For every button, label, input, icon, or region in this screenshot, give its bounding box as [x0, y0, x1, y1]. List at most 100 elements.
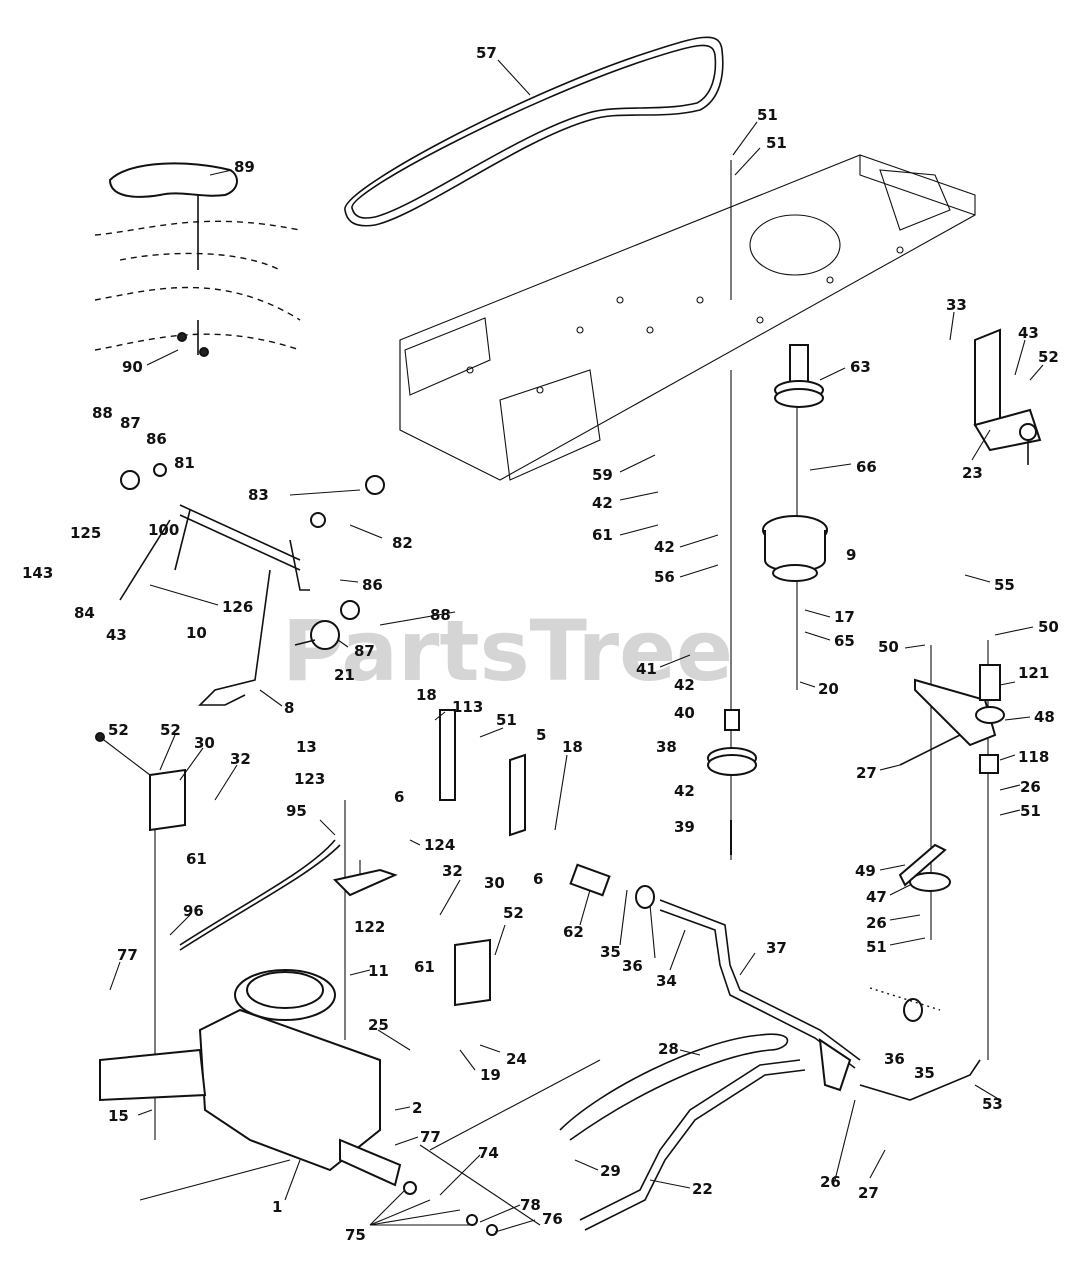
callout-74: 74	[478, 1144, 499, 1162]
callout-113: 113	[452, 698, 483, 716]
callout-32: 32	[442, 862, 463, 880]
callout-47: 47	[866, 888, 887, 906]
callout-52: 52	[160, 721, 181, 739]
idler-arm-48	[898, 664, 1005, 892]
frame	[399, 154, 976, 481]
callout-42: 42	[674, 676, 695, 694]
callout-88: 88	[92, 404, 113, 422]
callout-20: 20	[818, 680, 839, 698]
callout-121: 121	[1018, 664, 1049, 682]
callout-30: 30	[484, 874, 505, 892]
callout-25: 25	[368, 1016, 389, 1034]
callout-32: 32	[230, 750, 251, 768]
callout-6: 6	[533, 870, 543, 888]
callout-42: 42	[592, 494, 613, 512]
callout-18: 18	[416, 686, 437, 704]
callout-36: 36	[622, 957, 643, 975]
callout-26: 26	[866, 914, 887, 932]
callout-8: 8	[284, 699, 294, 717]
callout-51: 51	[1020, 802, 1041, 820]
callout-86: 86	[362, 576, 383, 594]
callout-26: 26	[820, 1173, 841, 1191]
callout-62: 62	[563, 923, 584, 941]
bracket-30-left	[95, 732, 186, 832]
pulley-38	[707, 709, 757, 855]
callout-96: 96	[183, 902, 204, 920]
transmission-1	[99, 969, 601, 1236]
callout-87: 87	[120, 414, 141, 432]
callout-87: 87	[354, 642, 375, 660]
callout-88: 88	[430, 606, 451, 624]
callout-83: 83	[248, 486, 269, 504]
callout-89: 89	[234, 158, 255, 176]
callout-48: 48	[1034, 708, 1055, 726]
callout-50: 50	[878, 638, 899, 656]
callout-13: 13	[296, 738, 317, 756]
callout-35: 35	[914, 1064, 935, 1082]
callout-2: 2	[412, 1099, 422, 1117]
callout-36: 36	[884, 1050, 905, 1068]
callout-23: 23	[962, 464, 983, 482]
callout-95: 95	[286, 802, 307, 820]
callout-122: 122	[354, 918, 385, 936]
callout-24: 24	[506, 1050, 527, 1068]
callout-90: 90	[122, 358, 143, 376]
callout-labels: 57 89 51 51 90 63 33 43 52 23 88 87 86 8…	[22, 44, 1059, 1244]
callout-143: 143	[22, 564, 53, 582]
callout-59: 59	[592, 466, 613, 484]
callout-84: 84	[74, 604, 95, 622]
callout-43: 43	[106, 626, 127, 644]
callout-35: 35	[600, 943, 621, 961]
callout-78: 78	[520, 1196, 541, 1214]
callout-51: 51	[757, 106, 778, 124]
callout-56: 56	[654, 568, 675, 586]
callout-123: 123	[294, 770, 325, 788]
callout-61: 61	[592, 526, 613, 544]
callout-86: 86	[146, 430, 167, 448]
callout-18: 18	[562, 738, 583, 756]
callout-33: 33	[946, 296, 967, 314]
callout-51: 51	[766, 134, 787, 152]
bracket-122	[333, 860, 398, 897]
callout-6: 6	[394, 788, 404, 806]
callout-43: 43	[1018, 324, 1039, 342]
callout-5: 5	[536, 726, 546, 744]
callout-9: 9	[846, 546, 856, 564]
callout-50: 50	[1038, 618, 1059, 636]
callout-51: 51	[496, 711, 517, 729]
shift-rod-81	[119, 463, 385, 706]
callout-38: 38	[656, 738, 677, 756]
callout-52: 52	[503, 904, 524, 922]
callout-52: 52	[1038, 348, 1059, 366]
watermark: PartsTree	[282, 602, 733, 700]
callout-19: 19	[480, 1066, 501, 1084]
callout-77: 77	[420, 1128, 441, 1146]
callout-82: 82	[392, 534, 413, 552]
bracket-23	[973, 328, 1042, 465]
callout-124: 124	[424, 836, 455, 854]
callout-77: 77	[117, 946, 138, 964]
callout-40: 40	[674, 704, 695, 722]
callout-10: 10	[186, 624, 207, 642]
callout-11: 11	[368, 962, 389, 980]
callout-52: 52	[108, 721, 129, 739]
callout-61: 61	[414, 958, 435, 976]
callout-76: 76	[542, 1210, 563, 1228]
fender-outline	[94, 162, 301, 357]
callout-126: 126	[222, 598, 253, 616]
callout-41: 41	[636, 660, 657, 678]
callout-21: 21	[334, 666, 355, 684]
callout-34: 34	[656, 972, 677, 990]
clutch-9	[762, 515, 828, 582]
callout-61: 61	[186, 850, 207, 868]
leader-lines	[109, 59, 1044, 1233]
callout-15: 15	[108, 1107, 129, 1125]
callout-125: 125	[70, 524, 101, 542]
callout-100: 100	[148, 521, 179, 539]
callout-26: 26	[1020, 778, 1041, 796]
bracket-30-right	[454, 938, 491, 1007]
idler-pulley-63	[774, 344, 824, 408]
callout-63: 63	[850, 358, 871, 376]
bracket-5	[509, 753, 526, 837]
callout-30: 30	[194, 734, 215, 752]
